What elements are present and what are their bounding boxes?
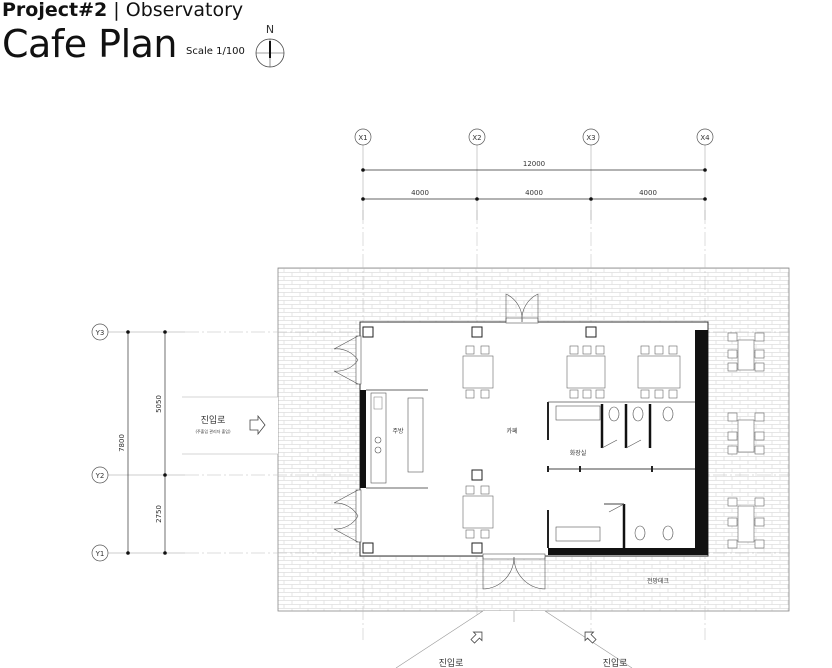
kitchen-label: 주방: [392, 427, 404, 435]
dimension-y: 7800 5050 2750: [118, 330, 167, 555]
cafe-label: 카페: [506, 427, 517, 435]
west-entrance-note: (주출입 관리자 출입): [195, 428, 231, 434]
south-entrance-right-label: 진입로: [603, 657, 628, 668]
svg-text:Y2: Y2: [95, 472, 105, 480]
arrow-right-icon: [249, 414, 266, 436]
deck-tables: [727, 332, 765, 549]
grid-bubble-x2: X2: [468, 128, 486, 146]
west-door-upper: [333, 335, 362, 385]
table-group: [462, 485, 494, 539]
south-entrances: 진입로 진입로: [395, 610, 633, 668]
span-dimension-y1: 5050: [155, 395, 163, 413]
south-entrance-left-label: 진입로: [439, 657, 464, 668]
dimension-x: 12000 4000 4000 4000: [361, 160, 707, 201]
overall-dimension-y: 7800: [118, 434, 126, 452]
north-door: [505, 293, 539, 324]
svg-text:Y1: Y1: [95, 550, 105, 558]
north-label: N: [266, 23, 274, 36]
north-arrow-icon: N: [255, 23, 285, 68]
project-name: Project#2: [2, 0, 108, 21]
deck-table-group: [727, 497, 765, 549]
west-door-lower: [333, 489, 362, 543]
restroom: 화장실: [547, 401, 695, 548]
grid-bubble-y3: Y3: [91, 323, 109, 341]
grid-bubble-y2: Y2: [91, 466, 109, 484]
deck-table-group: [727, 332, 765, 372]
table-group: [462, 345, 494, 399]
row-grid-markers: Y3 Y2 Y1: [91, 323, 185, 562]
kitchen: 주방: [366, 389, 428, 489]
svg-text:X2: X2: [472, 134, 481, 142]
column-grid-markers: X1 X2 X3 X4: [354, 128, 714, 220]
drawing-scale: Scale 1/100: [186, 46, 245, 57]
span-dimension-x1: 4000: [411, 189, 429, 197]
svg-text:X1: X1: [358, 134, 367, 142]
table-group: [637, 345, 681, 399]
arrow-up-right-icon: [470, 631, 483, 644]
overall-dimension-x: 12000: [523, 160, 545, 168]
deck-label: 전망데크: [647, 577, 670, 585]
west-entrance: 진입로 (주출입 관리자 출입): [182, 396, 278, 455]
south-wall-restroom: [548, 548, 708, 555]
separator: |: [113, 0, 120, 21]
grid-bubble-y1: Y1: [91, 544, 109, 562]
svg-text:X4: X4: [700, 134, 710, 142]
grid-bubble-x3: X3: [582, 128, 600, 146]
east-wall: [695, 330, 708, 554]
span-dimension-x3: 4000: [639, 189, 657, 197]
svg-text:Y3: Y3: [95, 329, 105, 337]
svg-text:X3: X3: [586, 134, 595, 142]
grid-bubble-x4: X4: [696, 128, 714, 146]
grid-bubble-x1: X1: [354, 128, 372, 146]
cafe-tables: [462, 345, 681, 539]
project-line: Project#2 | Observatory: [2, 0, 243, 21]
project-subtitle: Observatory: [125, 0, 244, 21]
span-dimension-y2: 2750: [155, 505, 163, 523]
span-dimension-x2: 4000: [525, 189, 543, 197]
deck-table-group: [727, 412, 765, 455]
drawing-title: Cafe Plan: [2, 22, 178, 66]
structural-columns: [362, 326, 597, 554]
kitchen-west-wall: [360, 390, 366, 488]
restroom-label: 화장실: [570, 449, 587, 457]
table-group: [566, 345, 606, 399]
doors: [333, 293, 546, 590]
arrow-up-left-icon: [584, 631, 597, 644]
west-entrance-label: 진입로: [201, 414, 226, 426]
south-door: [482, 553, 546, 590]
